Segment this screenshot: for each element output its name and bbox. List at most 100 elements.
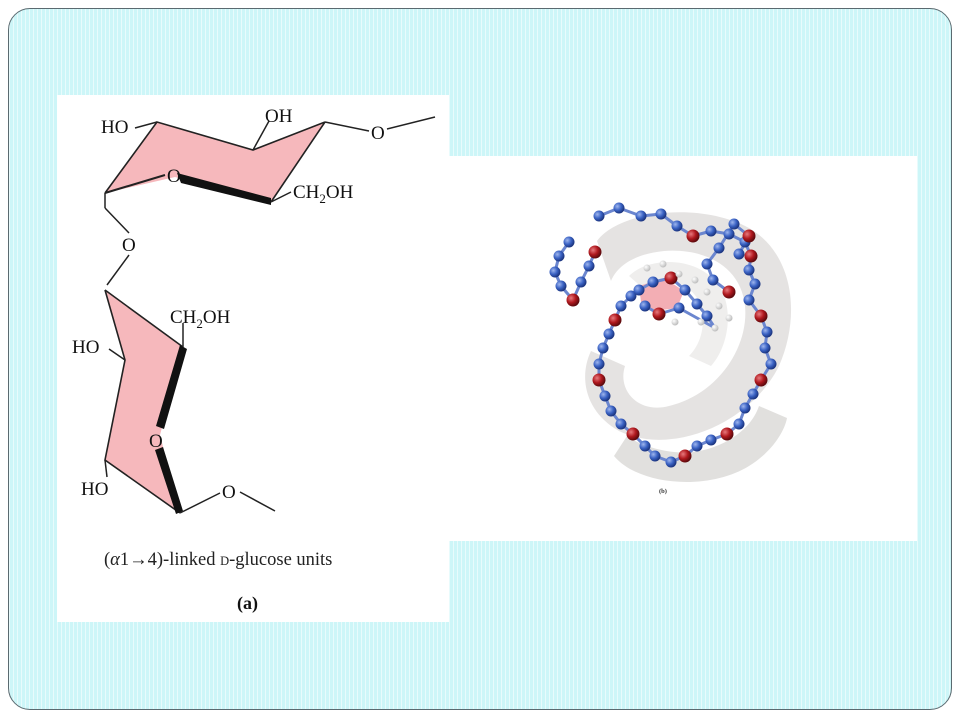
carbon-atom (597, 342, 609, 354)
label-ch2oh-top: CH2OH (293, 182, 354, 206)
oxygen-atom (686, 229, 700, 243)
caption-a: (α1→4)-linked D-glucose units (104, 550, 332, 570)
label-o-link-bottom: O (222, 482, 236, 503)
ho-bottom-bond (104, 459, 108, 478)
carbon-atom (549, 266, 561, 278)
carbon-atom (691, 440, 703, 452)
carbon-atom (701, 258, 713, 270)
upper-ring-back-edges (104, 121, 326, 194)
carbon-atom (701, 310, 713, 322)
helix-ribbon (585, 212, 792, 483)
bond-stick (677, 306, 717, 330)
carbon-atom (593, 358, 605, 370)
lower-ring-bold-edge-upper (156, 345, 187, 429)
carbon-atom (563, 236, 575, 248)
panel-tag-a: (a) (237, 593, 258, 614)
carbon-atom (553, 250, 565, 262)
oh-bond (252, 120, 270, 151)
label-oh-top: OH (265, 106, 293, 127)
carbon-atom (605, 405, 617, 417)
carbon-atom (691, 298, 703, 310)
label-ho-bottom: HO (81, 479, 108, 500)
carbon-atom (733, 248, 745, 260)
oxygen-atom (722, 285, 736, 299)
upper-ring-edge (104, 174, 166, 194)
carbon-atom (555, 280, 567, 292)
carbon-atom (625, 290, 637, 302)
glucose-structure-drawing: HO OH O O CH2OH O CH2OH HO O HO O (α1→4)… (72, 106, 436, 614)
carbon-atom (733, 418, 745, 430)
hydrogen-atom (711, 324, 719, 332)
oxygen-atom (592, 373, 606, 387)
carbon-atom (649, 450, 661, 462)
carbon-atom (747, 388, 759, 400)
ho-middle-bond (108, 348, 126, 361)
hydrogen-atom (703, 288, 711, 296)
carbon-atom (739, 402, 751, 414)
panel-b-helix-model: (b) (449, 156, 917, 541)
hydrogen-atom (659, 260, 667, 268)
carbon-atom (635, 210, 647, 222)
carbon-atom (613, 202, 625, 214)
oxygen-atom (678, 449, 692, 463)
amylose-helix-model: (b) (549, 202, 792, 495)
ho-bond (134, 121, 158, 129)
o-link-bottom-bond (179, 492, 221, 514)
carbon-atom (713, 242, 725, 254)
lower-ring-back-edges (104, 289, 181, 514)
hydrogen-atom (697, 318, 705, 326)
upper-ring-face (105, 122, 325, 202)
carbon-atom (723, 228, 735, 240)
oxygen-atom (754, 373, 768, 387)
oxygen-atom (720, 427, 734, 441)
hydrogen-atom (715, 302, 723, 310)
carbon-atom (705, 434, 717, 446)
oxygen-atom (566, 293, 580, 307)
panel-a-glucose-structure: HO OH O O CH2OH O CH2OH HO O HO O (α1→4)… (57, 95, 449, 622)
carbon-atom (673, 302, 685, 314)
carbon-atom (593, 210, 605, 222)
carbon-atom (705, 225, 717, 237)
carbon-atom (633, 284, 645, 296)
o-link-tail (386, 116, 436, 130)
o-link-bottom-tail (239, 491, 276, 512)
oxygen-atom (608, 313, 622, 327)
upper-ring-edge (270, 121, 326, 203)
hydrogen-atom (691, 276, 699, 284)
hydrogen-atom (675, 270, 683, 278)
carbon-atom (575, 276, 587, 288)
carbon-atom (707, 274, 719, 286)
carbon-atom (655, 208, 667, 220)
oxygen-atom (664, 271, 678, 285)
carbon-atom (583, 260, 595, 272)
label-o-glycosidic: O (122, 235, 136, 256)
carbon-atom (599, 390, 611, 402)
carbon-atom (728, 218, 740, 230)
carbon-atom (665, 456, 677, 468)
label-ho-middle: HO (72, 337, 99, 358)
oxygen-atom (744, 249, 758, 263)
lower-ring-edge (104, 289, 184, 348)
carbon-atom (615, 418, 627, 430)
oxygen-atom (626, 427, 640, 441)
carbon-atom (671, 220, 683, 232)
upper-ring-bold-edge (177, 173, 271, 205)
helix-atoms (549, 202, 777, 468)
label-o-ring-bottom: O (149, 431, 163, 452)
lower-ring-bold-edge-lower (155, 447, 183, 514)
carbon-atom (603, 328, 615, 340)
hydrogen-atom (671, 318, 679, 326)
carbon-atom (761, 326, 773, 338)
carbon-atom (743, 264, 755, 276)
carbon-atom (639, 300, 651, 312)
glycosidic-bond-top (104, 207, 130, 234)
oxygen-atom (652, 307, 666, 321)
carbon-atom (615, 300, 627, 312)
label-o-link-right: O (371, 123, 385, 144)
carbon-atom (679, 284, 691, 296)
glycosidic-bond-bottom (106, 254, 130, 286)
label-ho-top: HO (101, 117, 128, 138)
o-link-bond (324, 121, 370, 132)
ch2oh-bond (270, 191, 292, 203)
oxygen-atom (742, 229, 756, 243)
